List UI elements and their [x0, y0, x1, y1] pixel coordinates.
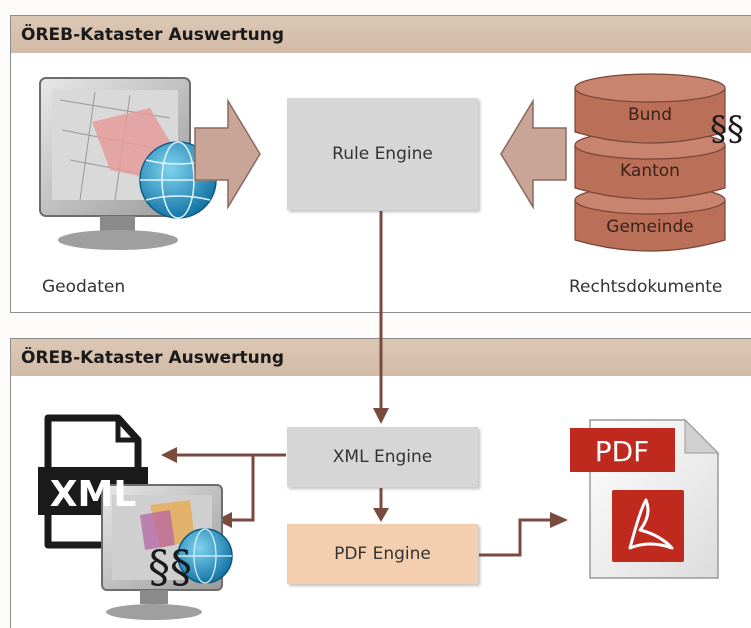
geodaten-label: Geodaten [42, 277, 126, 297]
top-panel-title: ÖREB-Kataster Auswertung [21, 25, 284, 45]
pdf-engine-box: PDF Engine [287, 524, 478, 584]
db-layer-bund: Bund [628, 105, 672, 125]
arrow-geodaten-to-rule [194, 98, 261, 210]
xml-engine-label: XML Engine [332, 447, 433, 467]
connector-lines [175, 211, 552, 557]
pdf-document-icon [570, 418, 720, 579]
xml-engine-box: XML Engine [287, 427, 478, 487]
rule-engine-label: Rule Engine [332, 144, 433, 164]
globe-icon-bottom [177, 528, 233, 584]
rechtsdokumente-label: Rechtsdokumente [569, 277, 723, 297]
top-panel-header: ÖREB-Kataster Auswertung [11, 16, 751, 53]
xml-doc-text: XML [50, 474, 137, 515]
database-stack-icon [574, 73, 726, 252]
connector-arrowheads [161, 408, 568, 528]
db-layer-kanton: Kanton [620, 161, 680, 181]
section-sign-bottom: §§ [148, 542, 192, 593]
section-sign-top: §§ [710, 109, 744, 149]
rule-engine-box: Rule Engine [287, 98, 478, 210]
pdf-doc-text: PDF [595, 435, 650, 468]
db-layer-gemeinde: Gemeinde [606, 217, 693, 237]
pdf-engine-label: PDF Engine [334, 544, 431, 564]
arrow-rechts-to-rule [500, 98, 567, 210]
bottom-panel-title: ÖREB-Kataster Auswertung [21, 348, 284, 368]
